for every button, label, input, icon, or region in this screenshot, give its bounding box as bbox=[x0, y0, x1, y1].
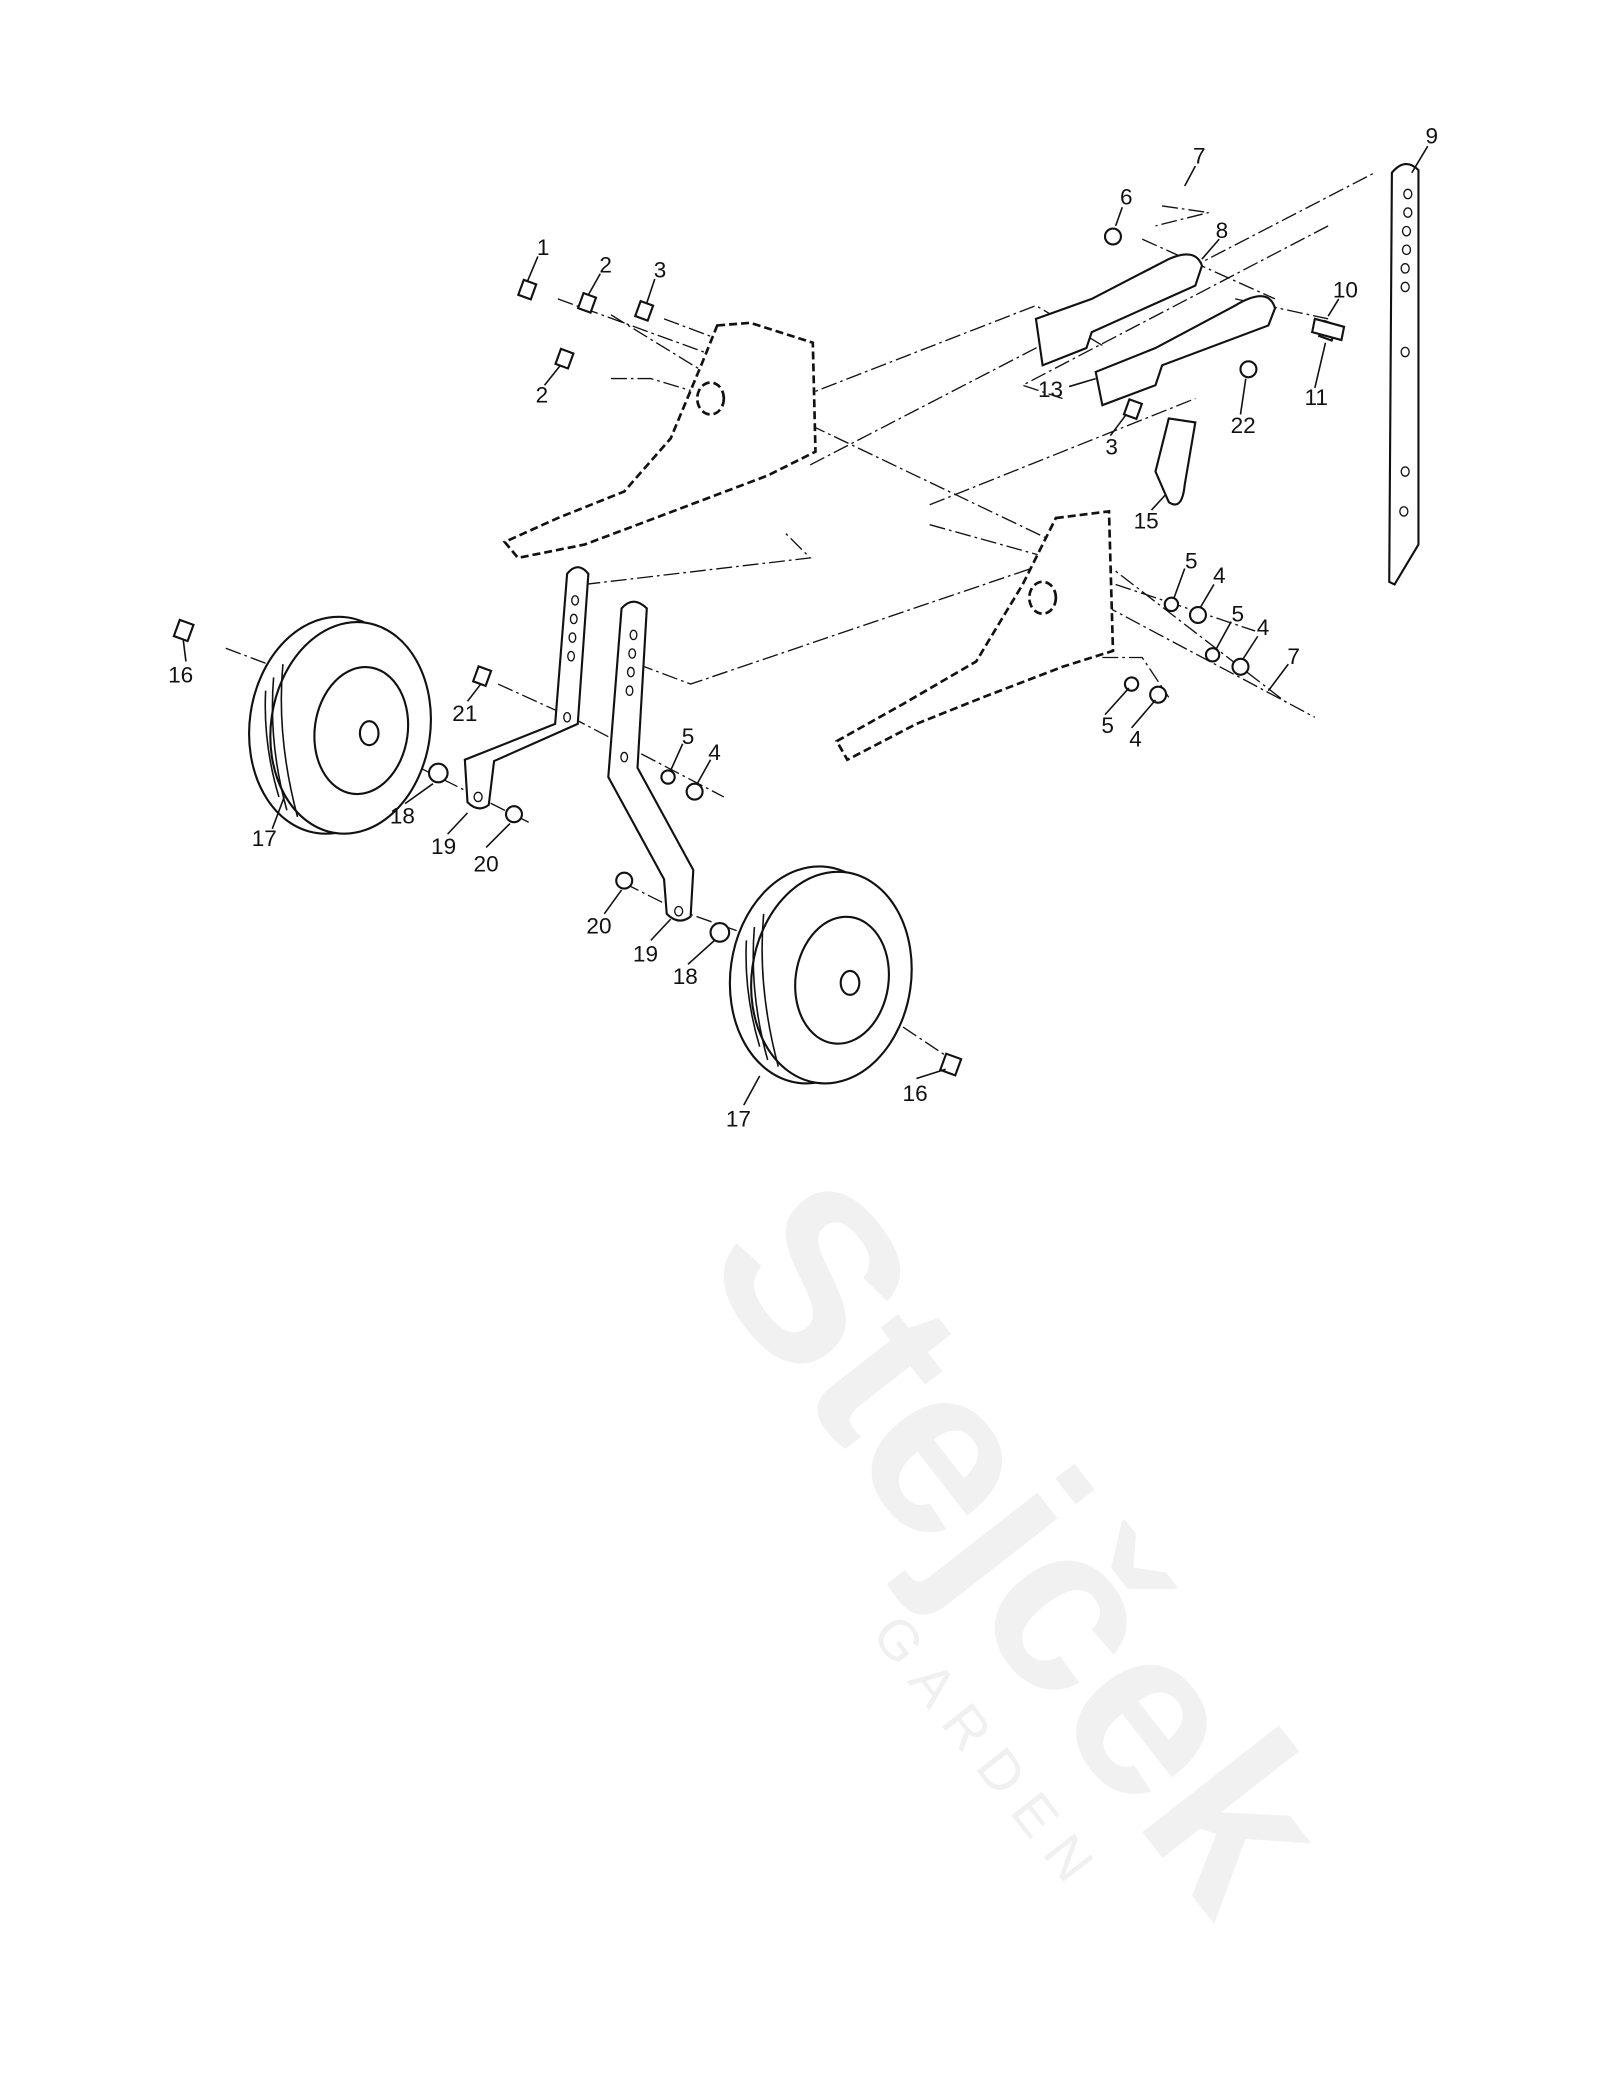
callout-4: 4 bbox=[708, 740, 721, 765]
callout-13: 13 bbox=[1038, 377, 1063, 402]
callout-16: 16 bbox=[168, 663, 193, 688]
callout-6: 6 bbox=[1120, 185, 1133, 210]
callout-9: 9 bbox=[1425, 124, 1438, 149]
callout-7: 7 bbox=[1193, 143, 1206, 168]
callout-19: 19 bbox=[431, 834, 456, 859]
callout-1: 1 bbox=[537, 235, 550, 260]
callout-3: 3 bbox=[654, 258, 667, 283]
wheel-left-17 bbox=[248, 615, 432, 835]
callout-7: 7 bbox=[1287, 644, 1300, 669]
callout-22: 22 bbox=[1231, 413, 1256, 438]
callout-2: 2 bbox=[599, 252, 612, 277]
callout-18: 18 bbox=[673, 964, 698, 989]
callout-17: 17 bbox=[726, 1106, 751, 1131]
callout-4: 4 bbox=[1257, 615, 1270, 640]
watermark-logo: Stejček GARDEN bbox=[658, 1131, 1385, 1956]
callout-4: 4 bbox=[1129, 726, 1142, 751]
frame-left-hole bbox=[695, 381, 726, 416]
tine-shield-frame-right bbox=[834, 509, 1115, 762]
callout-20: 20 bbox=[474, 851, 499, 876]
callout-20: 20 bbox=[586, 914, 611, 939]
callout-8: 8 bbox=[1216, 218, 1229, 243]
callout-16: 16 bbox=[903, 1081, 928, 1106]
callout-5: 5 bbox=[1185, 549, 1198, 574]
callout-leaders bbox=[182, 145, 1429, 1106]
wheel-bracket-right bbox=[607, 600, 695, 922]
hitch-plate-8 bbox=[1034, 253, 1204, 367]
wheel-right-17 bbox=[728, 865, 913, 1085]
callout-17: 17 bbox=[252, 826, 277, 851]
callout-5: 5 bbox=[682, 724, 695, 749]
callout-4: 4 bbox=[1213, 563, 1226, 588]
callout-2: 2 bbox=[536, 382, 549, 407]
bracket-holes bbox=[473, 595, 684, 917]
wheel-bracket-left bbox=[463, 566, 590, 810]
hitch-plate-13 bbox=[1094, 295, 1277, 407]
callout-labels: 9 7 6 8 1 2 3 10 2 13 11 22 3 15 5 4 5 4… bbox=[168, 124, 1438, 1132]
callout-10: 10 bbox=[1333, 278, 1358, 303]
hardware-fasteners bbox=[172, 227, 1346, 1077]
callout-15: 15 bbox=[1134, 509, 1159, 534]
tine-shield-frame-left bbox=[502, 321, 817, 560]
callout-19: 19 bbox=[633, 942, 658, 967]
callout-11: 11 bbox=[1304, 385, 1327, 410]
callout-3: 3 bbox=[1105, 434, 1118, 459]
callout-21: 21 bbox=[452, 701, 477, 726]
callout-5: 5 bbox=[1101, 713, 1114, 738]
depth-bar-9 bbox=[1388, 163, 1420, 586]
depth-bar-holes bbox=[1399, 188, 1413, 517]
clip-15 bbox=[1154, 417, 1197, 506]
frame-right-hole bbox=[1027, 580, 1058, 615]
callout-5: 5 bbox=[1232, 602, 1245, 627]
callout-18: 18 bbox=[390, 804, 415, 829]
